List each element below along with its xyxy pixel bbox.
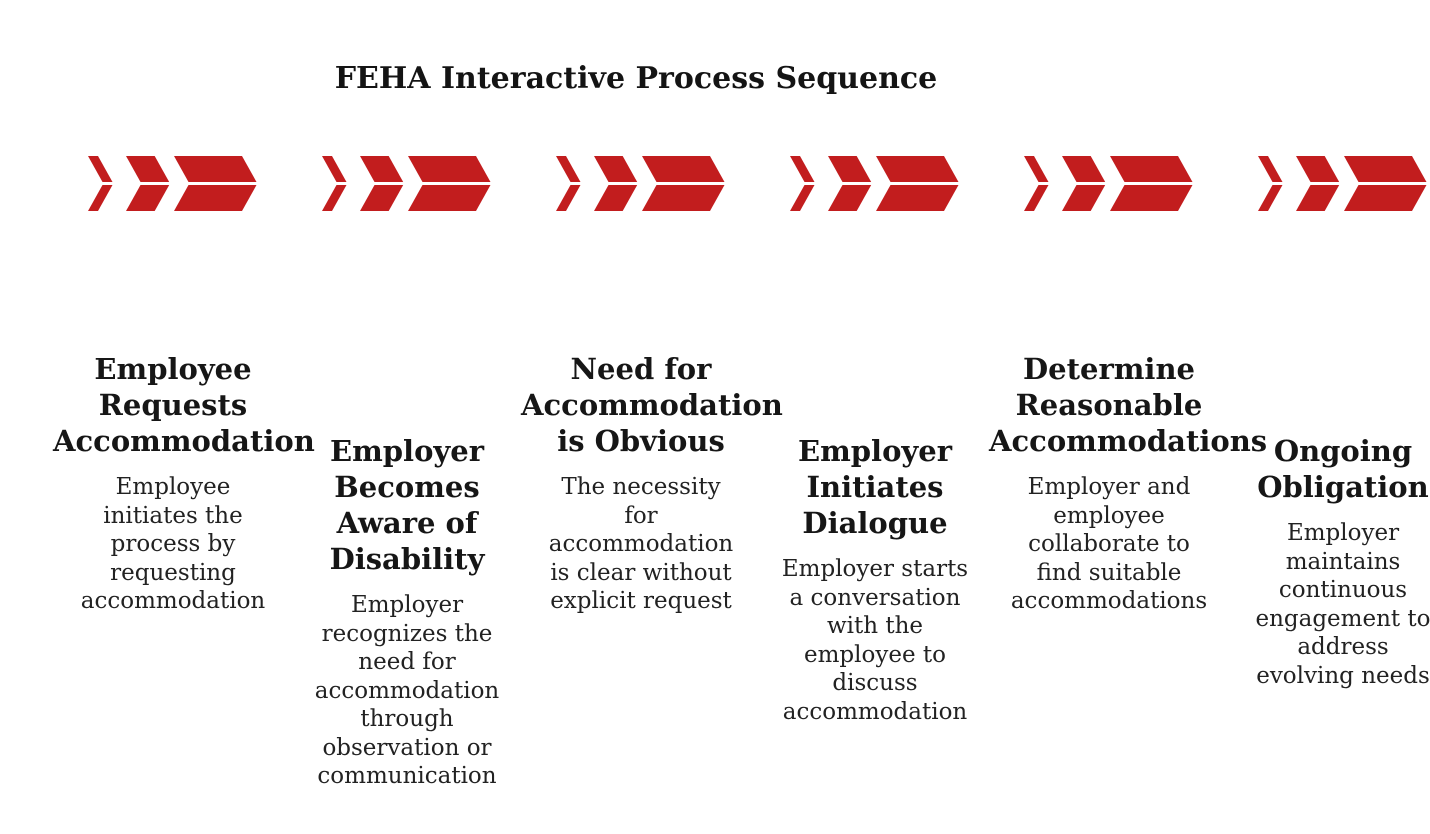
step-employee-requests-accommodation: Employee Requests Accommodation Employee… <box>53 351 315 616</box>
step-description: Employee initiates the process by reques… <box>80 474 266 614</box>
step-description: The necessity for accommodation is clear… <box>548 474 734 614</box>
page-title: FEHA Interactive Process Sequence <box>334 61 938 96</box>
step-description: Employer recognizes the need for accommo… <box>314 592 500 789</box>
triple-chevron-right-icon <box>88 156 257 211</box>
triple-chevron-right-icon <box>1258 156 1427 211</box>
step-employer-initiates-dialogue: Employer Initiates Dialogue Employer sta… <box>755 433 995 726</box>
triple-chevron-right-icon <box>556 156 725 211</box>
step-need-is-obvious: Need for Accommodation is Obvious The ne… <box>521 351 783 616</box>
step-description: Employer starts a conversation with the … <box>781 556 969 725</box>
step-heading: Need for Accommodation is Obvious <box>521 352 783 458</box>
step-heading: Ongoing Obligation <box>1257 434 1429 504</box>
step-description: Employer and employee collaborate to fin… <box>1010 474 1208 614</box>
triple-chevron-right-icon <box>1024 156 1193 211</box>
chevron-group <box>322 156 491 211</box>
step-determine-reasonable-accommodations: Determine Reasonable Accommodations Empl… <box>989 351 1268 616</box>
triple-chevron-right-icon <box>790 156 959 211</box>
chevron-group <box>88 156 257 211</box>
step-heading: Determine Reasonable Accommodations <box>989 352 1268 458</box>
step-ongoing-obligation: Ongoing Obligation Employer maintains co… <box>1223 433 1430 690</box>
chevron-group <box>1024 156 1193 211</box>
step-description: Employer maintains continuous engagement… <box>1255 520 1430 689</box>
step-heading: Employee Requests Accommodation <box>53 352 315 458</box>
triple-chevron-right-icon <box>322 156 491 211</box>
step-heading: Employer Becomes Aware of Disability <box>329 434 485 576</box>
step-heading: Employer Initiates Dialogue <box>797 434 952 540</box>
step-employer-becomes-aware: Employer Becomes Aware of Disability Emp… <box>287 433 527 791</box>
chevron-group <box>556 156 725 211</box>
chevron-group <box>790 156 959 211</box>
chevron-group <box>1258 156 1427 211</box>
